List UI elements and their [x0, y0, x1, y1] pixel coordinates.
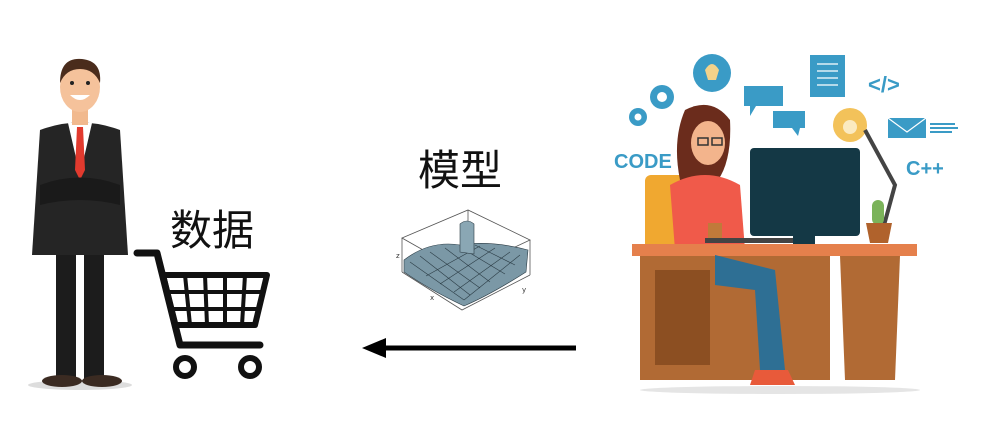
cpp-text: C++: [906, 158, 944, 180]
gears-icon: [629, 85, 674, 126]
z-axis-label: z: [396, 252, 400, 260]
shopping-cart-icon: [133, 249, 270, 379]
x-axis-label: x: [430, 294, 434, 302]
data-label: 数据: [170, 206, 255, 255]
developer-illustration: </> CODE C++: [614, 54, 958, 394]
3d-surface-plot-image: z x y: [396, 209, 531, 311]
left-arrow: [362, 338, 576, 358]
model-label: 模型: [418, 146, 503, 195]
businessman-illustration: [28, 58, 132, 390]
y-axis-label: y: [522, 286, 526, 294]
envelope-icon: [888, 118, 926, 138]
chat-bubbles-icon: [744, 86, 805, 136]
document-icon: [810, 55, 845, 97]
code-tag-icon: </>: [868, 72, 900, 97]
code-text: CODE: [614, 151, 672, 173]
